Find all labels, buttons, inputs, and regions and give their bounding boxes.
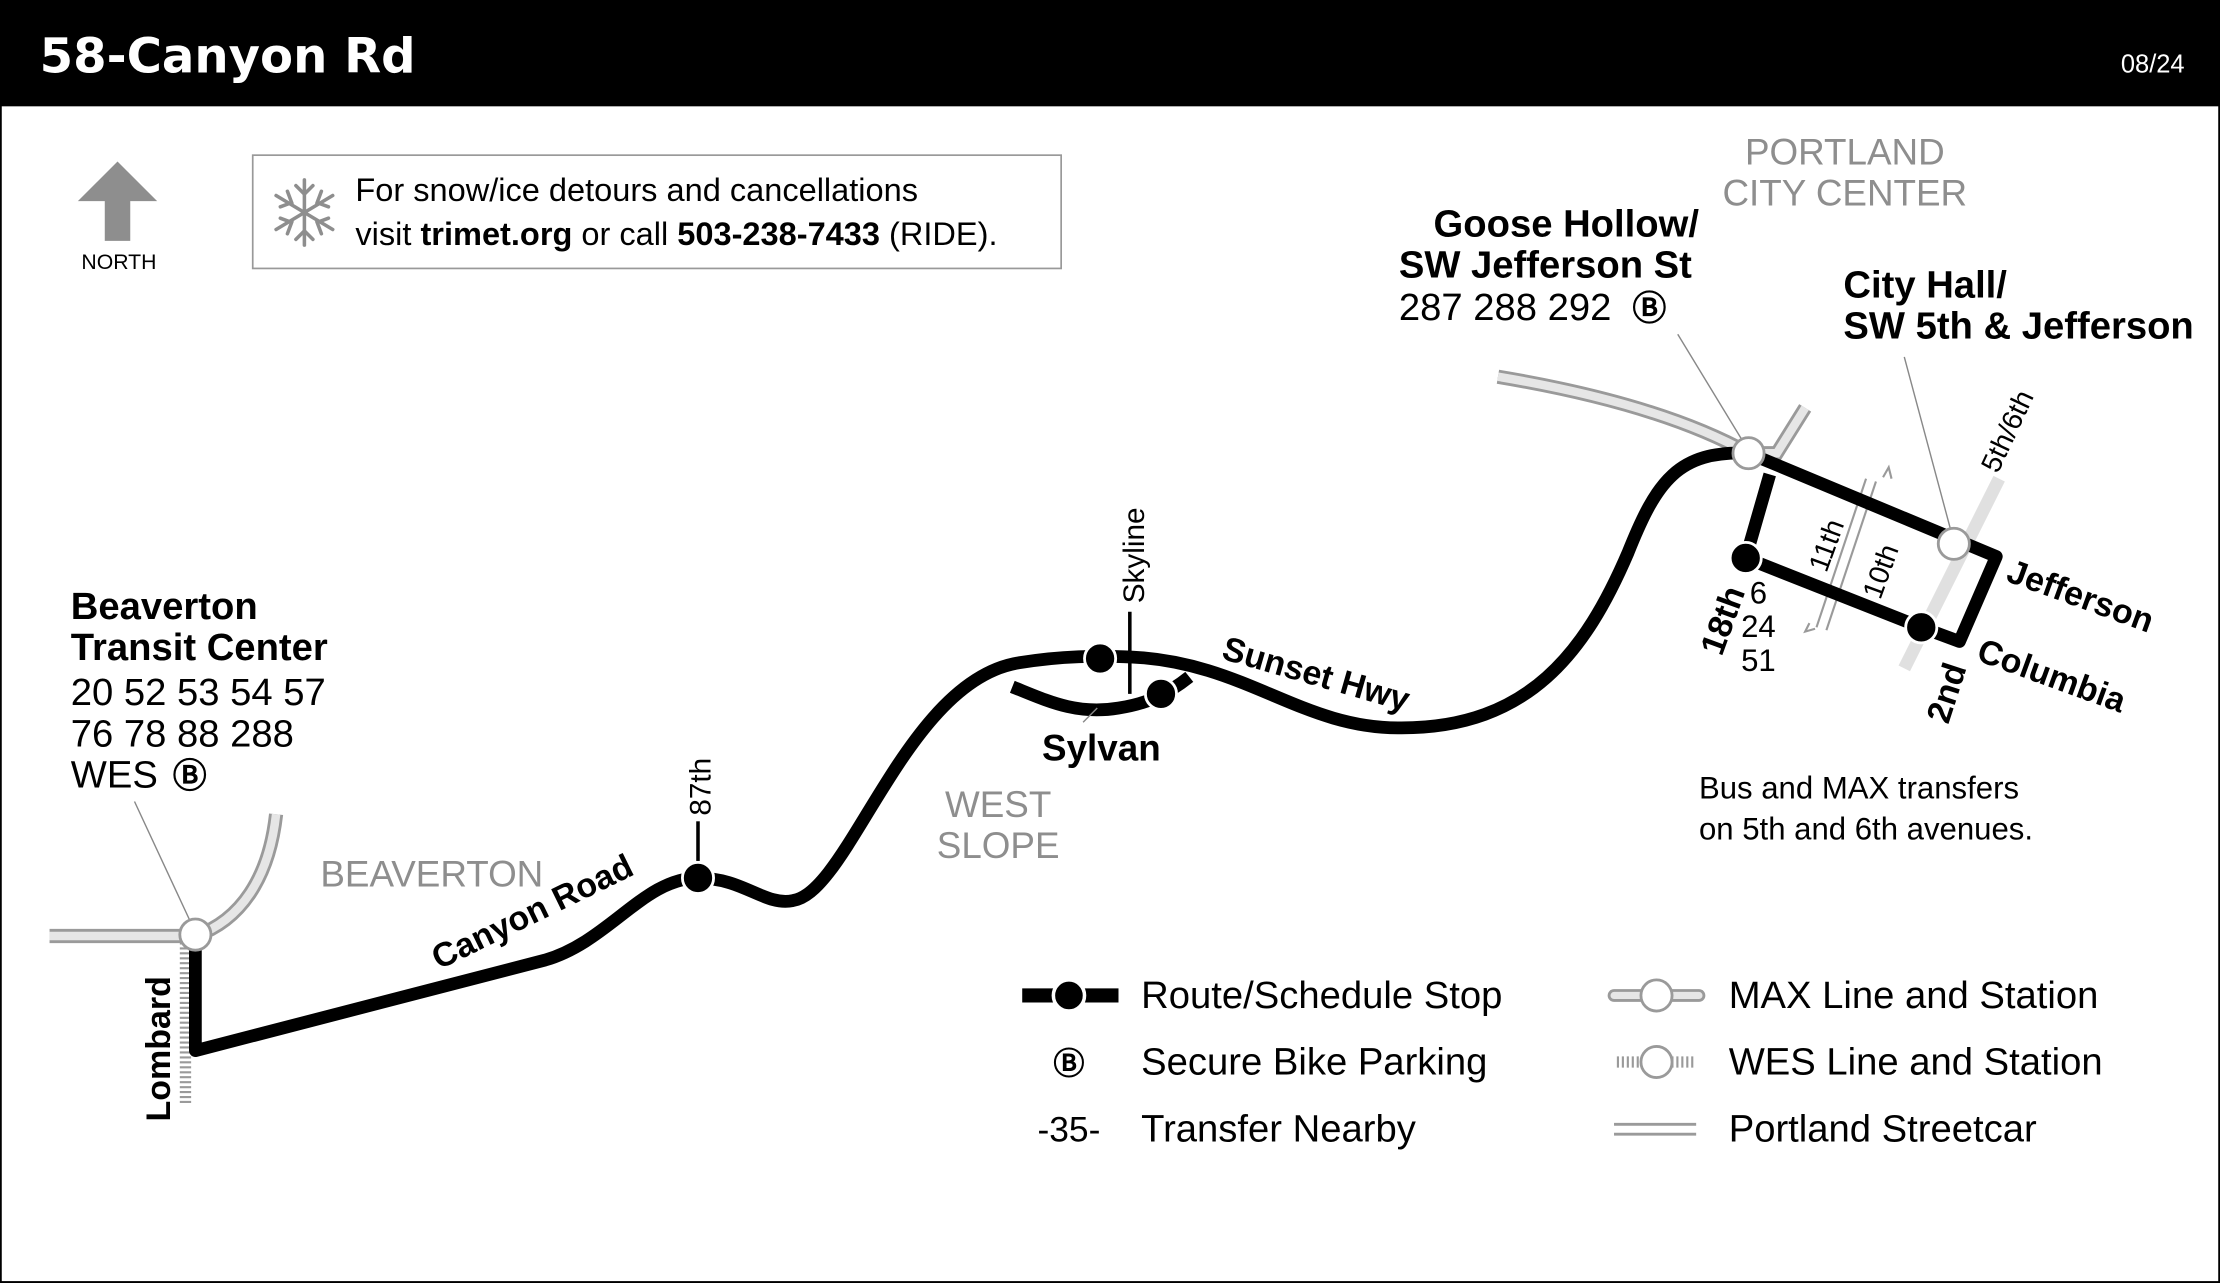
notice-line-1: For snow/ice detours and cancellations [355,172,918,208]
stop-name: Goose Hollow/ [1434,203,1700,246]
bike-parking-legend-icon: Ⓑ [1053,1047,1084,1082]
station-beaverton-tc[interactable] [178,917,213,952]
area-label-city-center: CITY CENTER [1722,172,1967,213]
city-hall-label: City Hall/ SW 5th & Jefferson [1843,263,2193,347]
route-number: 24 [1741,609,1776,644]
stop-skyline[interactable] [1083,641,1118,676]
legend: Route/Schedule Stop Ⓑ Secure Bike Parkin… [1022,974,2103,1150]
route-stop-legend-icon [1022,978,1119,1013]
stop-2nd[interactable] [1904,610,1939,645]
stop-name: SW 5th & Jefferson [1843,305,2193,348]
leader-lines [133,333,1952,924]
stop-87th[interactable] [681,860,715,895]
trimet-link[interactable]: trimet.org [420,216,572,252]
notice-line-2: visit trimet.org or call 503-238-7433 (R… [355,216,997,252]
legend-wes: WES Line and Station [1729,1041,2103,1084]
stop-name: Beaverton [71,585,258,628]
wes-legend-icon [1616,1045,1697,1079]
legend-route-stop: Route/Schedule Stop [1141,974,1502,1017]
beaverton-tc-label: Beaverton Transit Center 20 52 53 54 57 … [71,585,328,796]
legend-bike: Secure Bike Parking [1141,1041,1487,1084]
transfer-note-line-2: on 5th and 6th avenues. [1699,812,2033,847]
streetcar-legend-icon [1614,1122,1697,1136]
stop-sylvan[interactable] [1143,676,1178,711]
street-87th: 87th [685,758,718,816]
stop-name: Transit Center [71,626,328,669]
route-title: 58-Canyon Rd [40,28,416,84]
stop-18th[interactable] [1728,540,1763,575]
map-date: 08/24 [2121,50,2185,78]
notice-text: (RIDE). [880,216,998,252]
snowflake-icon [274,178,335,247]
snow-notice-box [251,154,1063,270]
route-number: 6 [1750,575,1767,610]
route-stops [178,436,1971,952]
stop-routes: 20 52 53 54 57 [71,671,326,714]
max-legend-icon [1607,978,1706,1013]
stop-name-sylvan: Sylvan [1042,727,1161,768]
street-skyline: Skyline [1118,507,1151,603]
bike-parking-icon: Ⓑ [173,757,207,795]
stop-routes: 287 288 292 [1399,286,1612,329]
area-label-west: WEST [945,784,1051,825]
station-goose-hollow[interactable] [1731,436,1766,471]
transfer-legend-icon: -35- [1037,1110,1100,1149]
area-label-slope: SLOPE [937,825,1060,866]
street-lombard: Lombard [140,976,178,1121]
stop-routes: WES [71,753,158,796]
phone-number: 503-238-7433 [677,216,880,252]
legend-max: MAX Line and Station [1729,974,2099,1017]
notice-text: visit [355,216,420,252]
route-number: 51 [1741,643,1776,678]
legend-transfer: Transfer Nearby [1141,1107,1417,1150]
transfer-note-line-1: Bus and MAX transfers [1699,771,2019,806]
area-label-beaverton: BEAVERTON [320,853,543,894]
area-label-portland: PORTLAND [1745,131,1945,172]
stop-routes: 76 78 88 288 [71,712,294,755]
legend-streetcar: Portland Streetcar [1729,1107,2037,1150]
station-city-hall[interactable] [1936,526,1971,561]
stop-name: SW Jefferson St [1399,244,1692,287]
header-bar [0,0,2220,107]
stop-name: City Hall/ [1843,263,2007,306]
bike-parking-icon: Ⓑ [1632,290,1666,328]
north-label: NORTH [81,251,156,274]
notice-text: or call [572,216,677,252]
eighteenth-routes: 6 24 51 [1741,575,1776,678]
goose-hollow-label: Goose Hollow/ SW Jefferson St 287 288 29… [1399,203,1700,330]
north-arrow-icon [77,161,158,241]
